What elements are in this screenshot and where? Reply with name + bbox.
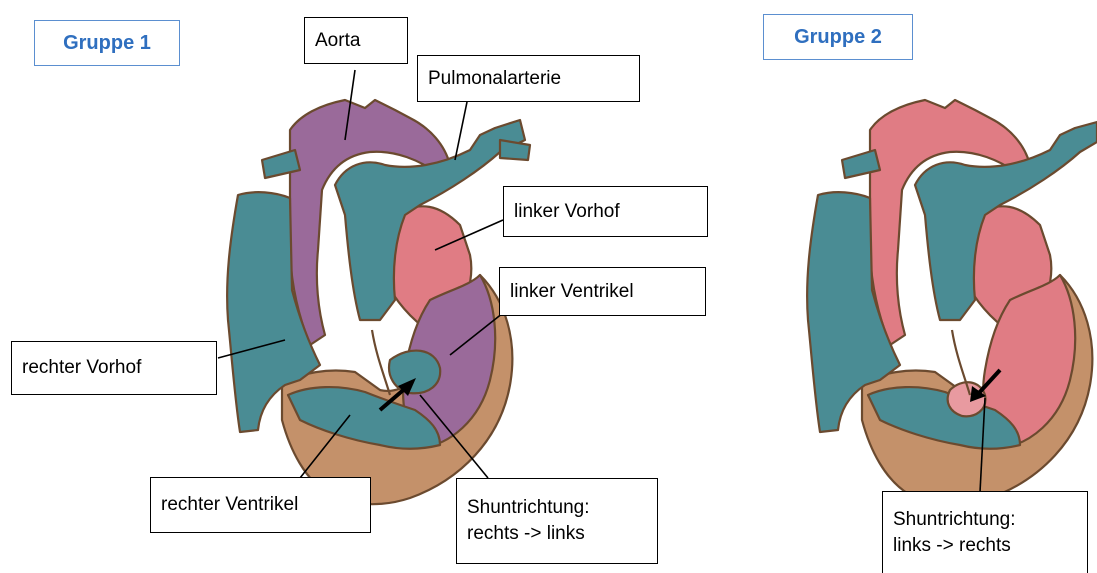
label-aorta: Aorta [304,17,408,64]
label-pulmonary-artery: Pulmonalarterie [417,55,640,102]
vsd-shunt-1 [389,351,440,394]
label-shunt-direction-1: Shuntrichtung: rechts -> links [456,478,658,564]
label-right-ventricle: rechter Ventrikel [150,477,371,533]
group-2-label: Gruppe 2 [763,14,913,60]
shunt-1-direction: rechts -> links [467,521,585,547]
label-shunt-direction-2: Shuntrichtung: links -> rechts [882,491,1088,573]
label-left-atrium: linker Vorhof [503,186,708,237]
pa-branch-left-1 [500,140,530,160]
heart-diagram-group-2 [807,100,1097,504]
label-left-ventricle: linker Ventrikel [499,267,706,316]
group-1-label: Gruppe 1 [34,20,180,66]
shunt-1-title: Shuntrichtung: [467,495,590,521]
heart-diagram-group-1 [227,100,530,504]
label-right-atrium: rechter Vorhof [11,341,217,395]
shunt-2-direction: links -> rechts [893,533,1011,559]
shunt-2-title: Shuntrichtung: [893,507,1016,533]
